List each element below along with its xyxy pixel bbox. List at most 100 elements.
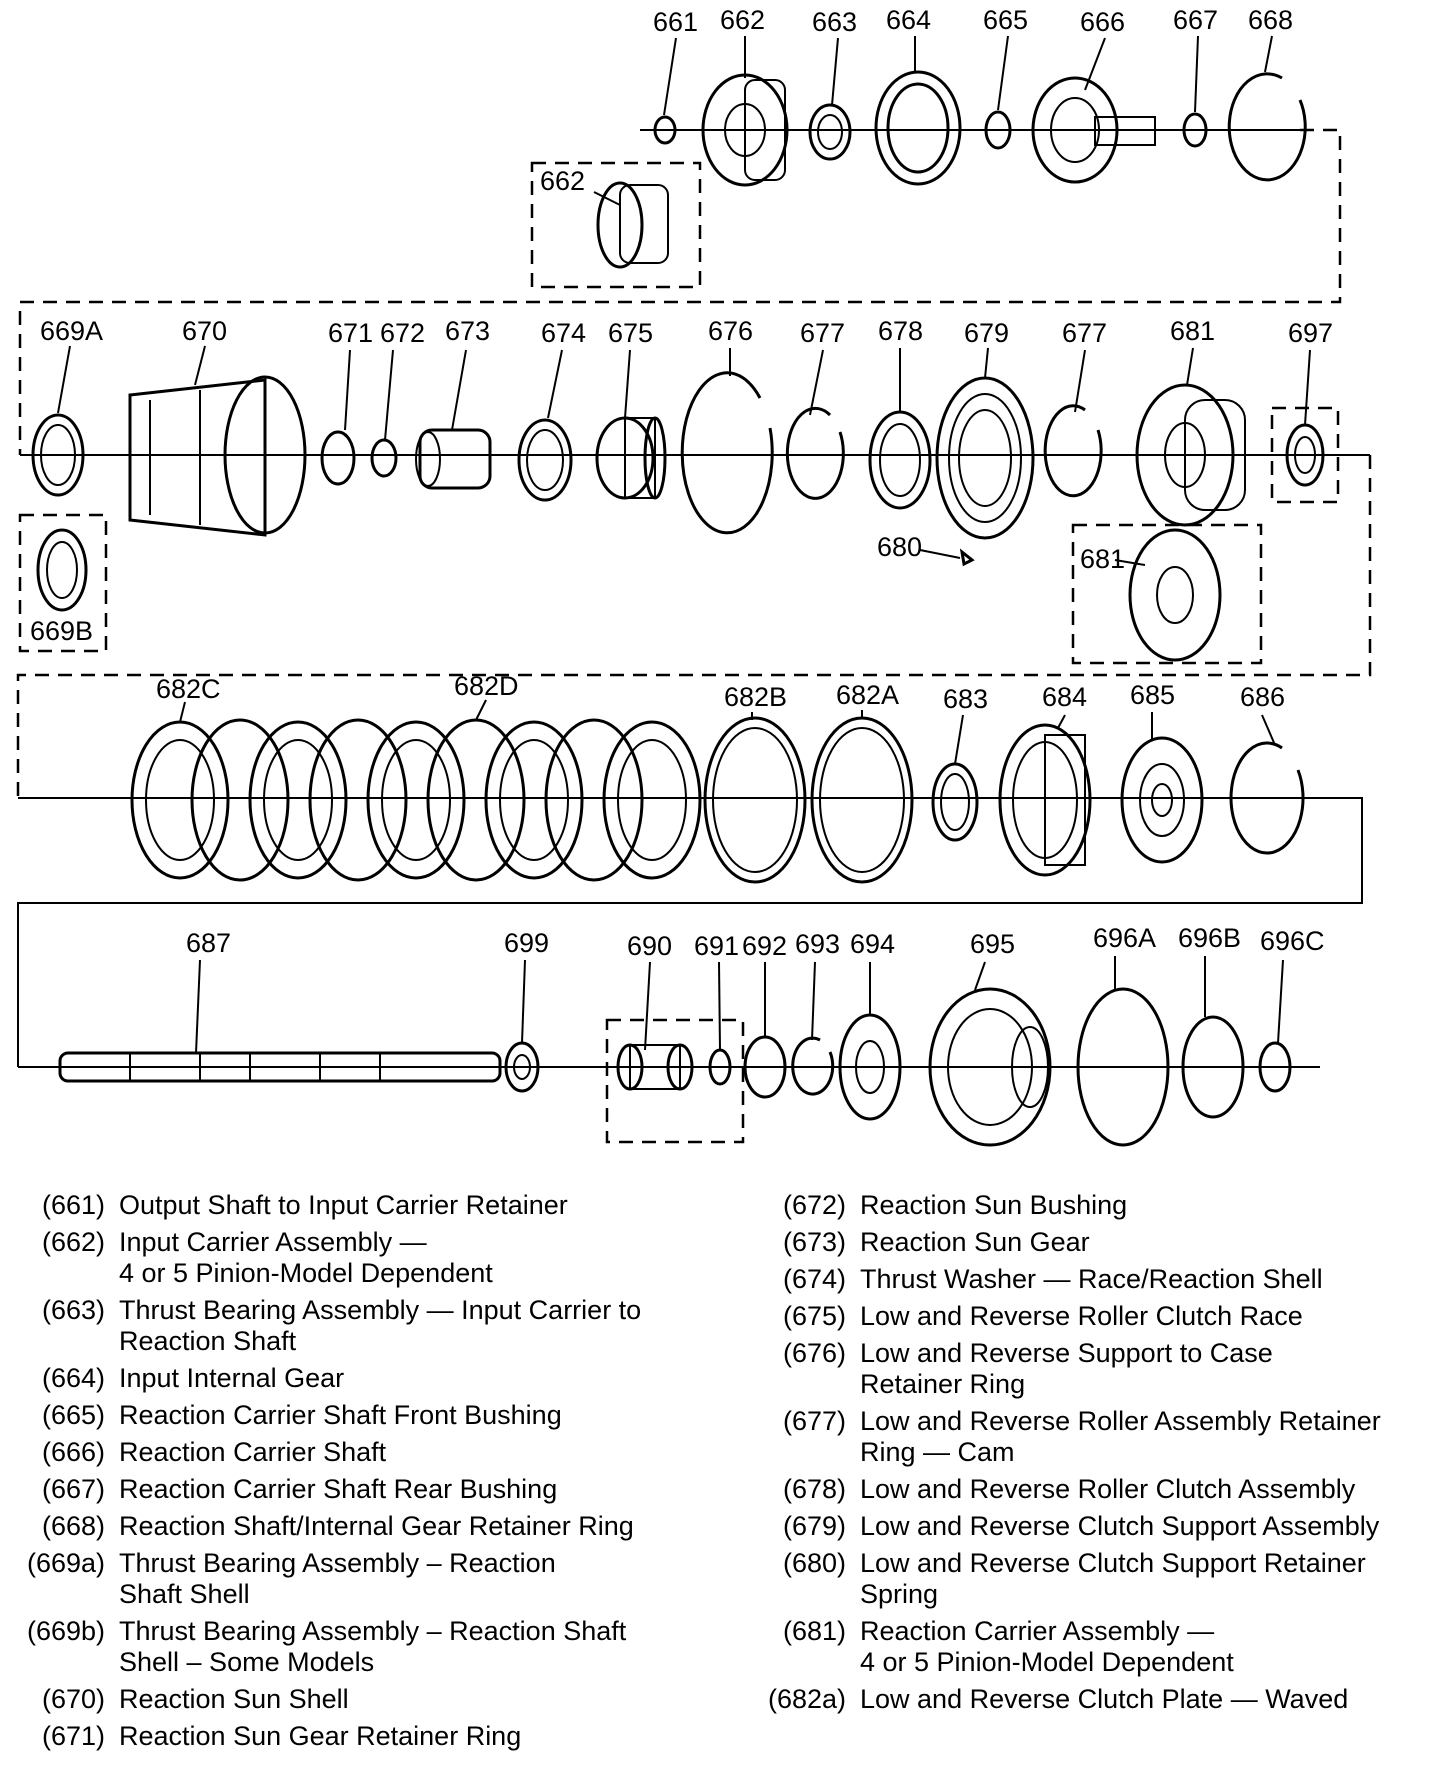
label-696C: 696C xyxy=(1260,926,1325,956)
label-677-second: 677 xyxy=(1062,318,1107,348)
legend-entry-description: Output Shaft to Input Carrier Retainer xyxy=(119,1190,568,1220)
legend-entry-number: (674) xyxy=(782,1264,846,1294)
part-696A xyxy=(1076,987,1170,1147)
legend-entry-description: Low and Reverse Roller Assembly Retainer… xyxy=(860,1406,1381,1467)
label-686: 686 xyxy=(1240,682,1285,712)
part-696C xyxy=(1258,1041,1292,1093)
legend-entry-number: (666) xyxy=(41,1437,105,1467)
legend-entry-number: (675) xyxy=(782,1301,846,1331)
part-677-second xyxy=(1043,404,1103,498)
label-664: 664 xyxy=(886,5,931,35)
exploded-parts-diagram: 661 662 663 664 665 666 667 668 662 669A… xyxy=(16,5,1372,1147)
part-693 xyxy=(791,1036,835,1096)
label-663: 663 xyxy=(812,7,857,37)
label-696A: 696A xyxy=(1093,923,1156,953)
legend-entry-description: Reaction Sun Bushing xyxy=(860,1190,1128,1220)
legend-entry: (681) Reaction Carrier Assembly — 4 or 5 … xyxy=(748,1616,1456,1678)
part-681-alt-box xyxy=(1071,523,1263,665)
part-695 xyxy=(928,987,1052,1147)
part-668 xyxy=(1227,72,1307,182)
legend-entry: (671) Reaction Sun Gear Retainer Ring xyxy=(0,1721,760,1752)
label-662-alt: 662 xyxy=(540,166,585,196)
label-682A: 682A xyxy=(836,680,899,710)
legend-entry: (677)Low and Reverse Roller Assembly Ret… xyxy=(748,1406,1456,1468)
legend-entry: (661) Output Shaft to Input Carrier Retai… xyxy=(0,1190,760,1221)
legend-entry-description: Reaction Sun Shell xyxy=(119,1684,349,1714)
legend-entry-number: (667) xyxy=(41,1474,105,1504)
label-665: 665 xyxy=(983,5,1028,35)
legend-entry-description: Low and Reverse Support to Case Retainer… xyxy=(860,1338,1273,1399)
label-661: 661 xyxy=(653,7,698,37)
legend-entry-description: Low and Reverse Roller Clutch Assembly xyxy=(860,1474,1356,1504)
legend-entry-number: (676) xyxy=(782,1338,846,1368)
label-695: 695 xyxy=(970,929,1015,959)
part-680 xyxy=(919,548,975,567)
label-676: 676 xyxy=(708,316,753,346)
legend-entry-number: (668) xyxy=(41,1511,105,1541)
legend-entry-number: (661) xyxy=(41,1190,105,1220)
legend-entry: (666)Reaction Carrier Shaft xyxy=(0,1437,760,1468)
part-671 xyxy=(320,430,356,486)
part-676 xyxy=(680,371,774,535)
legend-entry-number: (669a) xyxy=(26,1548,105,1578)
part-678 xyxy=(868,410,932,510)
part-669B-box xyxy=(18,513,108,653)
part-673 xyxy=(415,428,492,490)
label-697: 697 xyxy=(1288,318,1333,348)
label-675: 675 xyxy=(608,318,653,348)
legend-entry-number: (673) xyxy=(782,1227,846,1257)
part-681 xyxy=(1135,383,1246,527)
callout-labels: 661 662 663 664 665 666 667 668 662 669A… xyxy=(30,5,1333,961)
part-686 xyxy=(1229,741,1305,855)
part-685 xyxy=(1120,736,1204,864)
label-680: 680 xyxy=(877,532,922,562)
legend-entry-number: (678) xyxy=(782,1474,846,1504)
part-677-first xyxy=(785,406,845,500)
label-678: 678 xyxy=(878,316,923,346)
label-699: 699 xyxy=(504,928,549,958)
legend-entry-description: Reaction Carrier Assembly — 4 or 5 Pinio… xyxy=(860,1616,1234,1677)
label-681: 681 xyxy=(1170,316,1215,346)
legend-entry-number: (664) xyxy=(41,1363,105,1393)
legend-entry-description: Reaction Sun Gear Retainer Ring xyxy=(119,1721,522,1751)
legend-entry: (678) Low and Reverse Roller Clutch Assem… xyxy=(748,1474,1456,1505)
legend-entry-description: Reaction Sun Gear xyxy=(860,1227,1090,1257)
part-662-alt-box xyxy=(530,161,702,289)
legend-entry: (667)Reaction Carrier Shaft Rear Bushing xyxy=(0,1474,760,1505)
legend-entry-description: Input Internal Gear xyxy=(119,1363,345,1393)
label-693: 693 xyxy=(795,929,840,959)
label-682B: 682B xyxy=(724,682,787,712)
legend-entry-description: Reaction Carrier Shaft Front Bushing xyxy=(119,1400,562,1430)
legend-left-column: (661) Output Shaft to Input Carrier Retai… xyxy=(0,1190,760,1758)
label-672: 672 xyxy=(380,318,425,348)
label-673: 673 xyxy=(445,316,490,346)
legend-right-column: (672)Reaction Sun Bushing(673)Reaction S… xyxy=(748,1190,1456,1721)
part-690-691-box xyxy=(605,1018,745,1144)
legend-entry: (680)Low and Reverse Clutch Support Reta… xyxy=(748,1548,1456,1610)
part-682A xyxy=(810,716,914,884)
leader-lines xyxy=(57,35,1311,1054)
legend-entry: (670) Reaction Sun Shell xyxy=(0,1684,760,1715)
legend-entry-description: Thrust Bearing Assembly – Reaction Shaft… xyxy=(119,1548,556,1609)
label-674: 674 xyxy=(541,318,586,348)
label-681-alt: 681 xyxy=(1080,544,1125,574)
legend-entry-description: Low and Reverse Clutch Plate — Waved xyxy=(860,1684,1349,1714)
label-682C: 682C xyxy=(156,674,221,704)
legend-entry-number: (681) xyxy=(782,1616,846,1646)
part-679 xyxy=(935,376,1035,540)
part-672 xyxy=(370,438,398,478)
legend-entry-number: (669b) xyxy=(26,1616,105,1646)
legend-entry-description: Thrust Bearing Assembly — Input Carrier … xyxy=(119,1295,642,1356)
legend-entry-number: (670) xyxy=(41,1684,105,1714)
label-670: 670 xyxy=(182,316,227,346)
legend-entry: (669b)Thrust Bearing Assembly – Reaction… xyxy=(0,1616,760,1678)
legend-entry-number: (671) xyxy=(41,1721,105,1751)
part-666 xyxy=(1031,76,1156,184)
part-682B xyxy=(703,716,807,884)
label-668: 668 xyxy=(1248,5,1293,35)
part-665 xyxy=(984,110,1012,150)
legend-entry: (679)Low and Reverse Clutch Support Asse… xyxy=(748,1511,1456,1542)
assembly-path-lines xyxy=(16,128,1372,1068)
legend-entry-number: (663) xyxy=(41,1295,105,1325)
label-690: 690 xyxy=(627,931,672,961)
